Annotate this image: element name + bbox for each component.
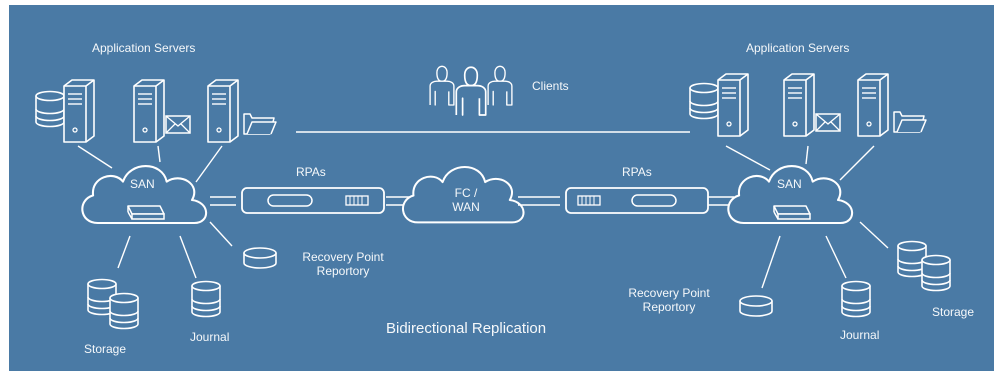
rpr-label-right: Recovery Point Reportory <box>624 286 714 314</box>
left-server-links <box>77 145 233 279</box>
storage-label-right: Storage <box>932 305 975 319</box>
rpa-appliance-icon <box>241 187 385 214</box>
disk-stack-icon <box>897 240 951 292</box>
san-switch-icon <box>127 205 165 220</box>
storage-label-left: Storage <box>84 342 127 356</box>
clients-label: Clients <box>532 79 569 93</box>
disk-stack-icon <box>191 280 221 318</box>
fc-wan-label: FC / WAN <box>446 186 486 214</box>
san-switch-icon <box>773 205 811 220</box>
fc-wan-line1: FC / <box>454 186 478 200</box>
rpas-label-right: RPAs <box>622 165 652 179</box>
rpr-right-line2: Reportory <box>642 300 696 314</box>
app-servers-label-left: Application Servers <box>92 41 196 55</box>
right-server-links <box>725 145 889 289</box>
file-server-icon <box>207 79 277 143</box>
file-server-icon <box>857 73 927 137</box>
right-connectors <box>518 196 734 206</box>
database-server-icon <box>35 79 95 143</box>
app-servers-label-right: Application Servers <box>746 41 850 55</box>
san-label-left: SAN <box>130 177 155 191</box>
disk-icon <box>243 247 277 269</box>
clients-group-icon <box>429 65 513 116</box>
journal-label-right: Journal <box>840 328 880 342</box>
mail-server-icon <box>783 73 841 137</box>
rpa-appliance-icon <box>565 187 709 214</box>
disk-stack-icon <box>87 278 139 330</box>
rpr-label-left: Recovery Point Reportory <box>298 250 388 278</box>
rpr-left-line1: Recovery Point <box>302 250 384 264</box>
fc-wan-line2: WAN <box>452 200 480 214</box>
database-server-icon <box>689 73 749 137</box>
diagram-caption: Bidirectional Replication <box>386 320 547 337</box>
rpr-right-line1: Recovery Point <box>628 286 710 300</box>
rpr-left-line2: Reportory <box>316 264 370 278</box>
disk-icon <box>739 295 773 317</box>
rpas-label-left: RPAs <box>296 165 326 179</box>
san-label-right: SAN <box>777 177 802 191</box>
disk-stack-icon <box>841 280 871 318</box>
mail-server-icon <box>133 79 191 143</box>
journal-label-left: Journal <box>190 330 230 344</box>
